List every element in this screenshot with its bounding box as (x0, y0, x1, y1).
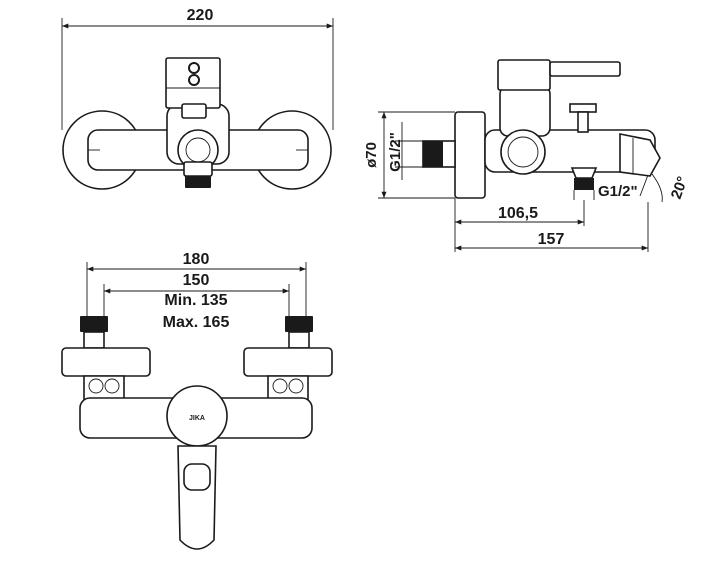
outlet-thread-front (185, 176, 211, 188)
dimension-outlet-thread: G1/2" (598, 183, 638, 200)
top-lever (177, 445, 217, 550)
dimension-top-width: 180 (183, 251, 210, 268)
top-view: 180 150 Min. 135 Max. 165 JIKA (61, 251, 333, 550)
dimension-spacing-min: Min. 135 (164, 292, 227, 309)
inlet-thread-side (423, 141, 443, 167)
outlet-thread-side (574, 178, 594, 190)
inlet-thread-right (285, 316, 313, 332)
dimension-depth-outlet: 106,5 (498, 205, 538, 222)
dimension-inlet-thread: G1/2" (387, 132, 404, 172)
dimension-front-width: 220 (187, 7, 214, 24)
front-view: 220 (61, 7, 334, 190)
top-rosette-left (61, 347, 151, 377)
top-rosette-right (243, 347, 333, 377)
side-rosette (454, 111, 486, 199)
dimension-inlet-spacing: 150 (183, 272, 210, 289)
side-lever (497, 59, 551, 91)
side-view: ø70 G1/2" G1/2" 20° 106,5 157 (363, 59, 692, 252)
diverter-knob (181, 103, 207, 119)
dimension-spacing-max: Max. 165 (163, 314, 230, 331)
inlet-thread-left (80, 316, 108, 332)
dimension-spout-angle: 20° (668, 174, 692, 201)
lever-handle (165, 57, 221, 109)
dimension-depth-total: 157 (538, 231, 565, 248)
dimension-diameter: ø70 (363, 142, 380, 168)
brand-logo: JIKA (189, 415, 205, 422)
